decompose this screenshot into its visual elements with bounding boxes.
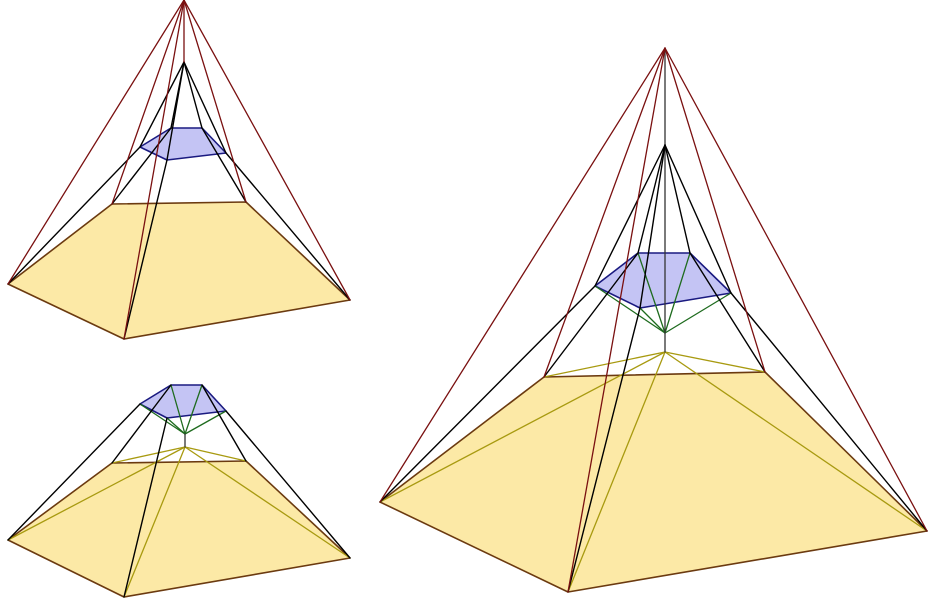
pyramid-2-frustum-edges — [7, 384, 351, 598]
pyramid-2-top-diagonals — [139, 384, 227, 435]
pyramid-1-frustum-edges — [7, 61, 351, 340]
pyramid-2-base-face — [7, 460, 351, 598]
pyramid-1-base-face — [7, 201, 351, 340]
pyramid-3-top-face — [594, 252, 732, 309]
pyramid-1-top-face — [139, 127, 227, 161]
pyramid-top-left — [7, 0, 351, 340]
pyramid-3-apex-edges — [379, 47, 928, 593]
pyramid-3-frustum-edges — [379, 144, 928, 593]
pyramid-2-top-face — [139, 384, 227, 419]
pyramid-bottom-left — [7, 384, 351, 598]
pyramid-right-large — [379, 47, 928, 593]
pyramid-1-apex-edges — [7, 0, 351, 340]
pyramid-2-base-diagonals — [7, 446, 351, 598]
pyramid-3-base-diagonals — [379, 351, 928, 593]
pyramid-3-base-face — [379, 371, 928, 593]
